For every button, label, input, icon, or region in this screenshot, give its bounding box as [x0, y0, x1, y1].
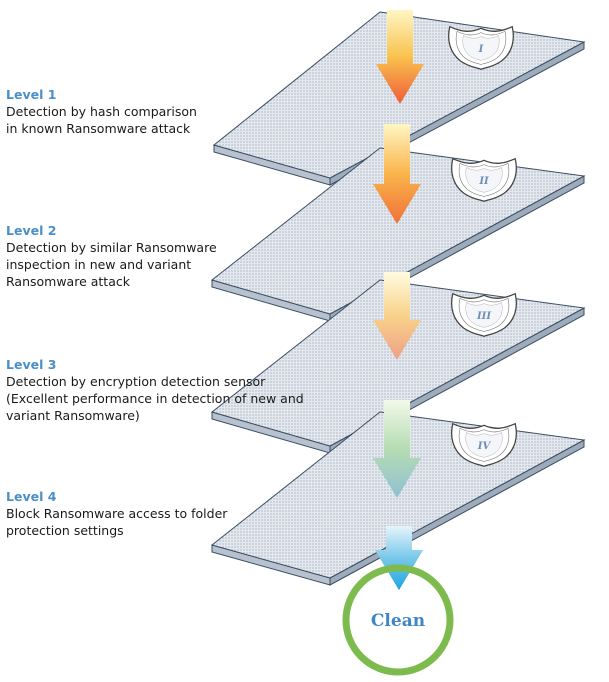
level-2-block: Level 2 Detection by similar Ransomware … [6, 222, 336, 290]
shield-label-level-2: II [478, 176, 489, 187]
shield-label-level-3: III [476, 311, 491, 322]
level-3-line-1: Detection by encryption detection sensor [6, 374, 266, 389]
level-1-line-2: in known Ransomware attack [6, 121, 191, 136]
level-4-block: Level 4 Block Ransomware access to folde… [6, 488, 336, 539]
level-3-line-3: variant Ransomware) [6, 408, 140, 423]
level-4-description: Block Ransomware access to folder protec… [6, 505, 336, 539]
level-1-title: Level 1 [6, 87, 57, 102]
arrow-down-icon [376, 10, 424, 104]
level-1-line-1: Detection by hash comparison [6, 104, 197, 119]
shield-icon: IV [451, 422, 517, 468]
arrow-down-icon [373, 124, 421, 224]
level-1-description: Detection by hash comparison in known Ra… [6, 103, 336, 137]
shield-icon: III [451, 292, 517, 338]
shield-label-level-1: I [478, 44, 484, 55]
level-2-title: Level 2 [6, 223, 57, 238]
level-4-line-2: protection settings [6, 523, 124, 538]
level-4-title: Level 4 [6, 489, 57, 504]
level-2-line-2: inspection in new and variant [6, 257, 192, 272]
level-4-line-1: Block Ransomware access to folder [6, 506, 228, 521]
level-3-line-2: (Excellent performance in detection of n… [6, 391, 304, 406]
ring-icon [342, 564, 454, 676]
arrow-down-icon [373, 400, 421, 498]
shield-label-level-4: IV [477, 441, 492, 452]
result-label: Clean [371, 611, 425, 631]
level-3-description: Detection by encryption detection sensor… [6, 373, 336, 424]
level-2-line-3: Ransomware attack [6, 274, 130, 289]
arrow-down-icon [373, 272, 421, 360]
level-3-block: Level 3 Detection by encryption detectio… [6, 356, 336, 424]
level-3-title: Level 3 [6, 357, 57, 372]
shield-icon: I [448, 25, 514, 71]
arrow-down-icon [375, 526, 423, 590]
shield-icon: II [451, 157, 517, 203]
level-2-description: Detection by similar Ransomware inspecti… [6, 239, 336, 290]
level-2-line-1: Detection by similar Ransomware [6, 240, 217, 255]
level-1-block: Level 1 Detection by hash comparison in … [6, 86, 336, 137]
